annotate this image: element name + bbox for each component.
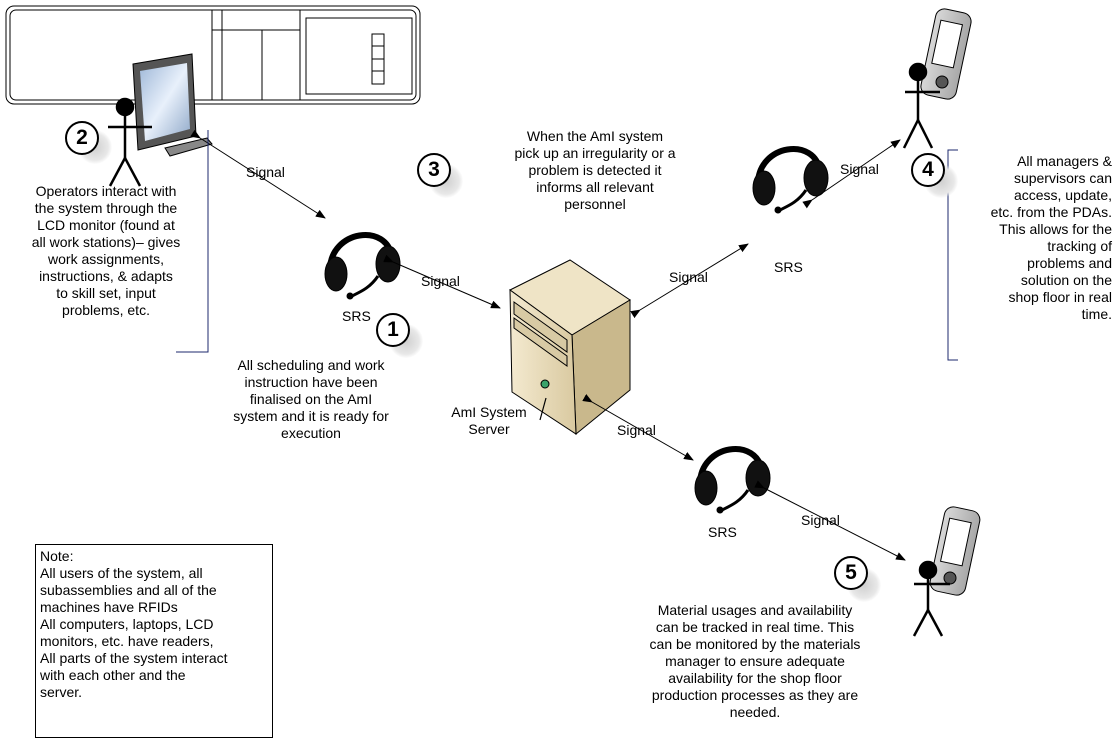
note-line: server. [40,684,83,700]
text-line: availability for the shop floor [668,670,842,686]
signal-label-operator: Signal [246,164,285,180]
text-line: All managers & [1017,153,1112,169]
headset-icon-srs-b [752,146,829,214]
step-2-description: Operators interact with the system throu… [6,183,206,319]
signal-arrows [190,129,906,561]
text-line: personnel [564,196,626,212]
text-line: tracking of [1047,238,1112,254]
text-line: needed. [729,704,781,720]
step-4-description: All managers & supervisors can access, u… [956,153,1112,323]
srs-label-b: SRS [774,259,803,275]
note-line: with each other and the [40,667,186,683]
text-line: work assignments, [48,251,164,267]
text-line: Material usages and availability [657,602,853,618]
text-line: LCD monitor (found at [37,217,175,233]
server-label-line: AmI System [451,404,527,420]
signal-label-manager-pda: Signal [840,161,879,177]
note-line: subassemblies and all of the [40,582,217,598]
note-box: Note: All users of the system, all subas… [35,544,273,738]
step-5-badge: 5 [834,556,868,590]
text-line: problems, etc. [62,302,150,318]
text-line: access, update, [1013,187,1112,203]
step-1-description: All scheduling and work instruction have… [206,357,416,442]
manager-person-icon [902,62,940,149]
text-line: etc. from the PDAs. [990,204,1112,220]
step-1-badge: 1 [376,313,410,347]
note-line: All computers, laptops, LCD [40,616,214,632]
step-4-badge: 4 [911,153,945,187]
step-3-badge: 3 [417,153,451,187]
callout-brackets [176,130,958,361]
text-line: instructions, & adapts [39,268,173,284]
text-line: problems and [1027,255,1112,271]
server-label-line: Server [468,421,510,437]
text-line: All scheduling and work [237,357,385,373]
text-line: shop floor in real [1008,289,1112,305]
signal-label-server-srs: Signal [421,273,460,289]
text-line: Operators interact with [35,183,177,199]
text-line: pick up an irregularity or a [514,145,676,161]
floor-plan-drawing [5,5,421,105]
note-line: All users of the system, all [40,565,203,581]
text-line: execution [281,425,341,441]
note-line: monitors, etc. have readers, [40,633,214,649]
text-line: time. [1081,306,1112,322]
note-line: All parts of the system interact [40,650,228,666]
signal-label-server-materials: Signal [617,422,656,438]
text-line: production processes as they are [651,687,859,703]
signal-label-materials-pda: Signal [801,512,840,528]
text-line: problem is detected it [528,162,662,178]
headset-icon-srs-c [694,446,771,514]
text-line: can be tracked in real time. This [655,619,855,635]
text-line: manager to ensure adequate [665,653,845,669]
materials-manager-person-icon [912,560,950,637]
text-line: all work stations)– gives [31,234,181,250]
text-line: This allows for the [999,221,1112,237]
srs-label-c: SRS [708,524,737,540]
text-line: When the AmI system [526,128,664,144]
note-line: machines have RFIDs [40,599,178,615]
text-line: informs all relevant [536,179,654,195]
step-5-description: Material usages and availability can be … [605,602,905,721]
text-line: instruction have been [244,374,378,390]
srs-label-a: SRS [342,308,371,324]
text-line: system and it is ready for [233,408,389,424]
step-3-description: When the AmI system pick up an irregular… [495,128,695,213]
text-line: supervisors can [1013,170,1112,186]
text-line: solution on the [1020,272,1112,288]
pda-icon-bottom [929,506,981,596]
text-line: to skill set, input [56,285,156,301]
note-line: Note: [40,548,74,564]
text-line: finalised on the AmI [249,391,373,407]
operator-person-icon [108,97,152,187]
step-2-badge: 2 [65,121,99,155]
text-line: can be monitored by the materials [649,636,861,652]
signal-label-server-manager: Signal [669,269,708,285]
text-line: the system through the [34,200,178,216]
server-label: AmI System Server [434,404,544,438]
pda-icon-top [920,8,972,100]
headset-icon-srs-a [324,232,401,300]
lcd-monitor-icon [132,53,213,157]
